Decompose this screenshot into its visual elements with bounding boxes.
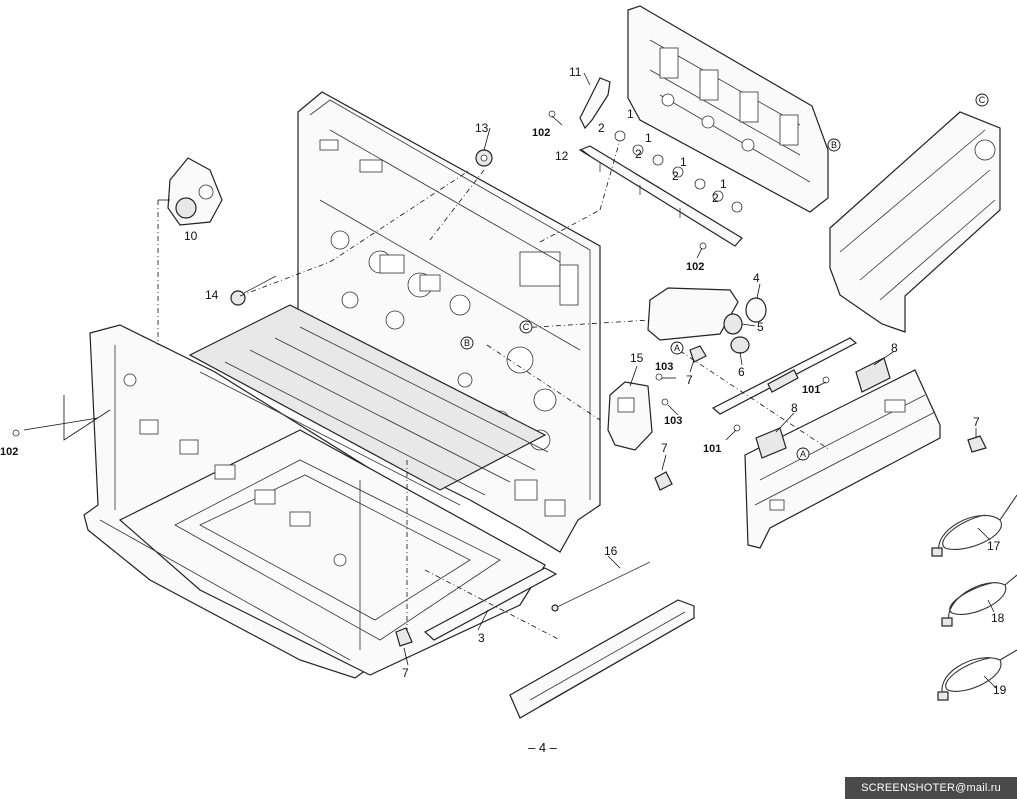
- callout-labels: 1 1 1 1 2 2 2 2 3 4 5 6 7 7 7 7 8 8 10 1…: [0, 65, 1007, 697]
- watermark: SCREENSHOTER@mail.ru: [845, 777, 1017, 799]
- callout-11: 11: [569, 65, 582, 79]
- callout-7: 7: [686, 373, 693, 387]
- callout-103: 103: [655, 361, 673, 373]
- callout-8: 8: [891, 341, 898, 355]
- cables: [931, 494, 1017, 701]
- callout-101: 101: [802, 384, 820, 396]
- screws: [12, 110, 830, 437]
- callout-15: 15: [630, 351, 644, 365]
- drive-unit-10: [167, 157, 223, 226]
- gear-13: [475, 149, 493, 167]
- callout-14: 14: [205, 288, 219, 302]
- callout-1: 1: [627, 107, 634, 121]
- drive-plate-assembly: [627, 5, 829, 213]
- roller-assembly-4-5-6: [647, 287, 767, 354]
- page-number: – 4 –: [528, 740, 557, 755]
- ref-a: A: [674, 343, 680, 353]
- rail-12: [578, 145, 743, 247]
- callout-4: 4: [753, 271, 760, 285]
- ref-b: B: [831, 140, 837, 150]
- gears-1-2: [614, 130, 743, 213]
- callout-101: 101: [703, 443, 721, 455]
- callout-6: 6: [738, 365, 745, 379]
- ref-b: B: [464, 338, 470, 348]
- callout-2: 2: [712, 191, 719, 205]
- callout-12: 12: [555, 149, 569, 163]
- callout-1: 1: [645, 131, 652, 145]
- callout-10: 10: [184, 229, 198, 243]
- reference-markers: A A B B C C: [460, 93, 989, 461]
- strip-rail: [711, 337, 858, 415]
- bracket-15: [607, 381, 653, 451]
- callout-102: 102: [686, 261, 704, 273]
- base-frame: [83, 304, 549, 679]
- callout-13: 13: [475, 121, 489, 135]
- callout-19: 19: [993, 683, 1007, 697]
- ref-a: A: [800, 449, 806, 459]
- shaft-14: [230, 275, 277, 306]
- callout-103: 103: [664, 415, 682, 427]
- ref-c: C: [523, 322, 530, 332]
- bracket-11: [579, 77, 611, 130]
- callout-1: 1: [720, 177, 727, 191]
- ref-c: C: [979, 95, 986, 105]
- callout-18: 18: [991, 611, 1005, 625]
- callout-8: 8: [791, 401, 798, 415]
- callout-7: 7: [661, 441, 668, 455]
- callout-7: 7: [402, 666, 409, 680]
- right-side-rail: [744, 369, 941, 549]
- callout-5: 5: [757, 320, 764, 334]
- callout-102: 102: [532, 127, 550, 139]
- shaft-16: [551, 561, 651, 612]
- callout-7: 7: [973, 415, 980, 429]
- callout-17: 17: [987, 539, 1001, 553]
- callout-1: 1: [680, 155, 687, 169]
- callout-2: 2: [635, 147, 642, 161]
- callout-3: 3: [478, 631, 485, 645]
- boards-8: [755, 357, 891, 459]
- guide-plate: [509, 599, 695, 719]
- side-rail-panel: [829, 111, 1001, 333]
- callout-2: 2: [672, 169, 679, 183]
- callout-102: 102: [0, 446, 18, 458]
- callout-2: 2: [598, 121, 605, 135]
- leader-lines: [23, 72, 997, 689]
- callout-16: 16: [604, 544, 618, 558]
